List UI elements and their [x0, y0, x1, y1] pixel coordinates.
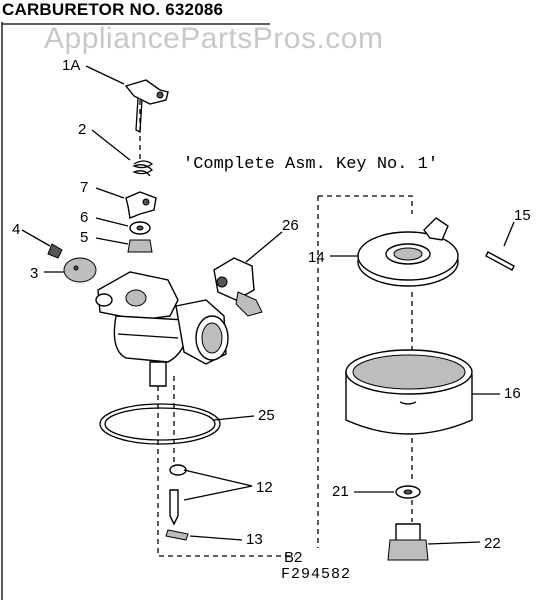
leader-25: [213, 415, 255, 421]
spring-part: [132, 160, 154, 177]
leader-15: [503, 221, 515, 247]
assembly-note: 'Complete Asm. Key No. 1': [183, 155, 439, 174]
leader-6: [95, 217, 129, 227]
callout-15: 15: [514, 207, 531, 224]
leader-1a: [85, 65, 125, 85]
leader-12b: [183, 485, 253, 501]
bowl-washer-hole: [403, 489, 413, 495]
leader-5: [95, 237, 129, 245]
callout-13: 13: [246, 531, 263, 548]
callout-12: 12: [256, 479, 273, 496]
leader-7: [95, 187, 125, 199]
assembly-boundary-top: [318, 195, 413, 214]
gasket-part: [99, 403, 221, 445]
float-part: [357, 217, 459, 287]
plate-part: [63, 257, 97, 283]
washer-hole: [136, 225, 144, 231]
screw-part: [47, 243, 63, 259]
callout-6: 6: [80, 209, 88, 226]
bowl-nut-part: [387, 523, 429, 561]
callout-2: 2: [78, 121, 86, 138]
callout-14: 14: [308, 249, 325, 266]
diagram-title: CARBURETOR NO. 632086: [2, 0, 224, 19]
clip-part: [165, 529, 189, 541]
float-pin-part: [485, 251, 515, 271]
bowl-part: [345, 349, 473, 435]
leader-26: [245, 231, 283, 263]
callout-4: 4: [12, 221, 20, 238]
figure-number: F294582: [281, 566, 352, 583]
callout-7: 7: [80, 179, 88, 196]
throttle-lever-part: [124, 79, 169, 134]
carburetor-body: [95, 271, 229, 387]
plate-hole: [73, 265, 79, 271]
bracket-part: [125, 191, 157, 219]
gasket-inner: [104, 407, 216, 441]
watermark: AppliancePartsPros.com: [44, 22, 384, 55]
callout-25: 25: [258, 407, 275, 424]
nut-part: [127, 239, 153, 253]
callout-3: 3: [30, 265, 38, 282]
assembly-boundary-left: [157, 368, 295, 557]
needle-washer-part: [169, 464, 187, 476]
inlet-needle-part: [169, 489, 179, 526]
callout-1a: 1A: [62, 57, 80, 74]
leader-4: [21, 229, 51, 247]
callout-22: 22: [484, 535, 501, 552]
leader-13: [189, 535, 243, 541]
leader-2: [91, 129, 131, 161]
fuel-fitting-part: [213, 257, 263, 317]
leader-22: [427, 541, 481, 545]
callout-16: 16: [504, 385, 521, 402]
callout-21: 21: [332, 483, 349, 500]
callout-b2: B2: [284, 549, 302, 566]
leader-12a: [183, 469, 253, 487]
callout-26: 26: [282, 217, 299, 234]
callout-5: 5: [80, 229, 88, 246]
